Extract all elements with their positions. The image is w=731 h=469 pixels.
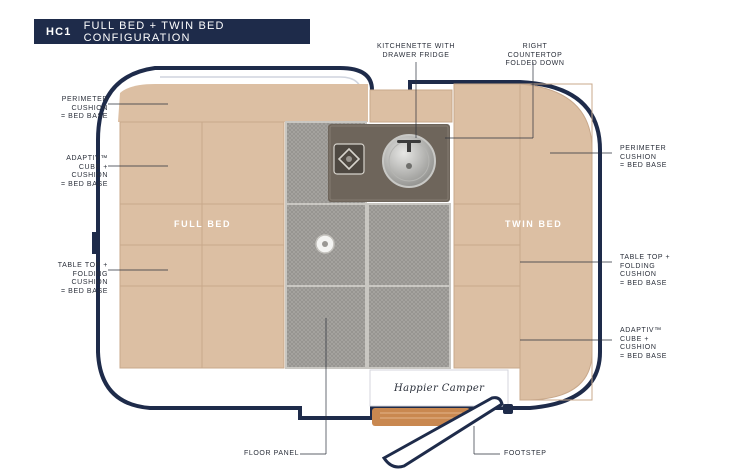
full-bed-label: FULL BED xyxy=(174,219,232,229)
full-bed-cell xyxy=(119,121,203,205)
floor-tile xyxy=(367,203,451,287)
floor-tile xyxy=(367,285,451,369)
side-latch xyxy=(92,232,98,254)
full-bed xyxy=(119,121,285,369)
adaptiv-left-label: ADAPTIV™ CUBE + CUSHION = BED BASE xyxy=(60,155,108,188)
tabletop-left-label: TABLE TOP + FOLDING CUSHION = BED BASE xyxy=(57,262,108,295)
full-bed-cell xyxy=(201,285,285,369)
twin-bed-cell xyxy=(453,83,521,205)
full-bed-cell xyxy=(201,244,285,287)
full-bed-cell xyxy=(201,121,285,205)
door-panel xyxy=(381,396,504,469)
sink-basin xyxy=(382,134,436,188)
twin-bed-cell xyxy=(453,203,521,246)
twin-bed-cell xyxy=(453,285,521,369)
floor-panel-label: FLOOR PANEL xyxy=(244,450,300,457)
tabletop-right-label: TABLE TOP + FOLDING CUSHION = BED BASE xyxy=(620,254,671,287)
perimeter-cushion-left xyxy=(118,84,368,122)
perimeter-left-label: PERIMETER CUSHION = BED BASE xyxy=(60,96,108,121)
full-bed-cell xyxy=(119,244,203,287)
full-bed-cell xyxy=(119,285,203,369)
countertop-label: RIGHT COUNTERTOP FOLDED DOWN xyxy=(505,43,565,68)
config-code: HC1 xyxy=(46,25,72,38)
twin-bed-label: TWIN BED xyxy=(505,219,563,229)
adaptiv-right-label: ADAPTIV™ CUBE + CUSHION = BED BASE xyxy=(620,327,668,360)
footstep-label: FOOTSTEP xyxy=(504,450,547,457)
full-bed-cell xyxy=(201,203,285,246)
rear-door xyxy=(369,369,509,407)
kitchenette-label: KITCHENETTE WITH DRAWER FRIDGE xyxy=(376,43,456,59)
kitchenette-top-cushion xyxy=(369,89,453,123)
config-title: FULL BED + TWIN BED CONFIGURATION xyxy=(83,19,225,44)
twin-bed-cell xyxy=(453,244,521,287)
full-bed-cell xyxy=(119,203,203,246)
perimeter-right-label: PERIMETER CUSHION = BED BASE xyxy=(620,145,668,170)
brand-wordmark: Happier Camper xyxy=(394,383,485,394)
title-banner: HC1 FULL BED + TWIN BED CONFIGURATION xyxy=(34,19,310,44)
